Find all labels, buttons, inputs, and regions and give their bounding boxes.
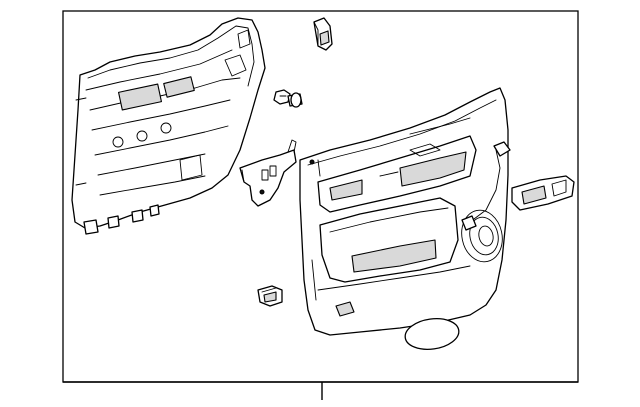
speaker-grille [404, 318, 460, 350]
door-trim-inner-panel [71, 17, 266, 235]
door-trim-panel-assembly [299, 87, 511, 336]
push-pin-clip [273, 89, 303, 108]
handle-bezel [511, 175, 575, 211]
retainer-clip [313, 17, 333, 51]
mounting-bracket [239, 139, 297, 207]
switch-plug [257, 285, 283, 307]
